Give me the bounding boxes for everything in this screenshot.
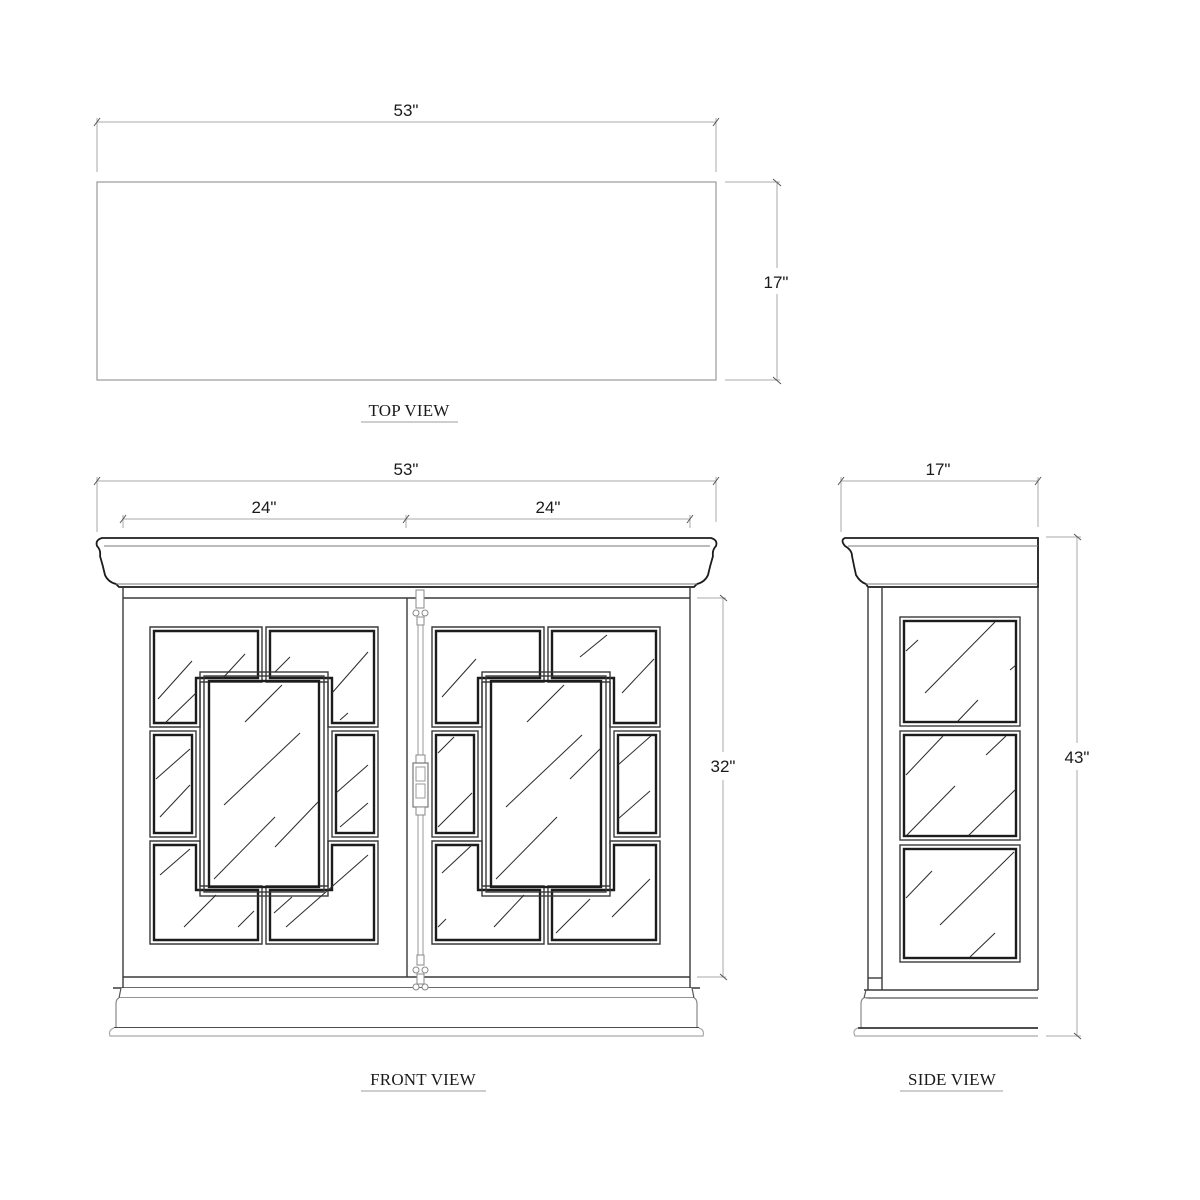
side-carcass xyxy=(853,588,1039,1037)
front-view-width-dimension: 53" xyxy=(93,460,720,532)
left-door-width-label: 24" xyxy=(252,498,277,517)
front-view: 53" 24" 24" xyxy=(93,460,736,1092)
side-view-depth-dimension: 17" xyxy=(837,460,1042,532)
top-view-width-dimension: 53" xyxy=(93,101,720,172)
top-view-depth-label: 17" xyxy=(764,273,789,292)
side-view-depth-label: 17" xyxy=(926,460,951,479)
top-view-depth-dimension: 17" xyxy=(725,178,789,385)
top-view: 53" 17" TOP VIEW xyxy=(93,101,789,423)
top-view-outline xyxy=(96,181,717,381)
right-door-fretwork xyxy=(431,626,661,945)
top-view-title: TOP VIEW xyxy=(368,401,450,420)
overall-height-dimension: 43" xyxy=(1046,533,1090,1040)
front-view-width-label: 53" xyxy=(394,460,419,479)
door-height-dimension: 32" xyxy=(697,594,736,981)
door-height-label: 32" xyxy=(711,757,736,776)
left-door-fretwork xyxy=(149,626,379,945)
front-view-title: FRONT VIEW xyxy=(370,1070,476,1089)
front-view-door-width-dimensions: 24" 24" xyxy=(119,498,694,528)
front-cornice xyxy=(95,537,718,588)
side-cornice xyxy=(841,537,1039,588)
right-door-width-label: 24" xyxy=(536,498,561,517)
side-view: 17" xyxy=(837,460,1090,1092)
center-espagnolette-bolt xyxy=(412,589,429,991)
side-view-title: SIDE VIEW xyxy=(908,1070,997,1089)
front-carcass xyxy=(108,588,705,1037)
side-glass-panels xyxy=(899,616,1021,963)
overall-height-label: 43" xyxy=(1065,748,1090,767)
top-view-width-label: 53" xyxy=(394,101,419,120)
